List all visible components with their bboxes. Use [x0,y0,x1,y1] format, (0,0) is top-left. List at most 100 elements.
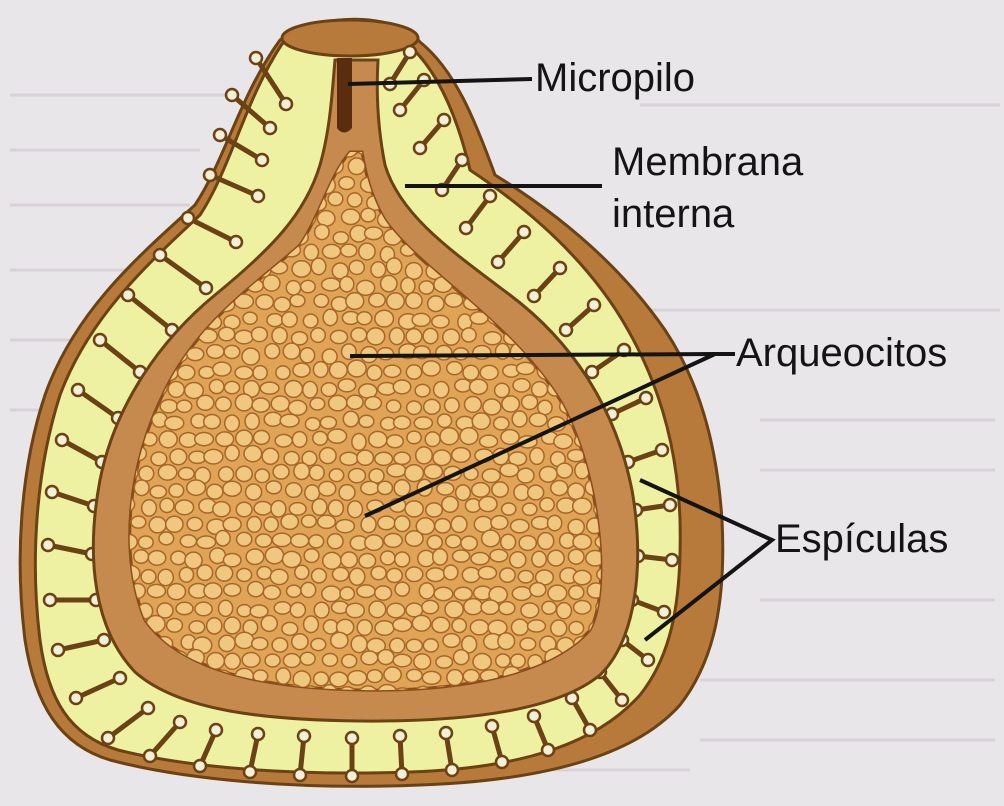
spicule-knob [56,434,68,446]
archaeocyte-cell [492,482,508,497]
archaeocyte-cell [361,651,378,665]
archaeocyte-cell [160,400,177,413]
archaeocyte-cell [520,638,536,650]
archaeocyte-cell [501,430,519,445]
spicule-knob [560,324,572,336]
archaeocyte-cell [312,569,327,583]
archaeocyte-cell [303,381,318,398]
archaeocyte-cell [169,484,184,497]
archaeocyte-cell [216,432,234,446]
spicule-knob [256,154,268,166]
archaeocyte-cell [151,452,167,466]
archaeocyte-cell [405,263,422,280]
spicule-knob [404,46,416,58]
archaeocyte-cell [219,467,234,482]
archaeocyte-cell [282,622,298,635]
archaeocyte-cell [216,565,233,581]
archaeocyte-cell [199,366,214,378]
archaeocyte-cell [301,515,316,527]
archaeocyte-cell [436,656,453,668]
archaeocyte-cell [548,585,567,601]
spicule-knob [666,554,678,566]
archaeocyte-cell [159,431,177,448]
archaeocyte-cell [445,293,463,307]
archaeocyte-cell [328,192,343,206]
archaeocyte-cell [501,534,516,550]
spicule-knob [486,720,498,732]
archaeocyte-cell [272,638,288,652]
archaeocyte-cell [452,448,471,463]
archaeocyte-cell [452,618,466,632]
archaeocyte-cell [445,601,463,618]
spicule-knob [94,334,106,346]
archaeocyte-cell [197,395,214,410]
archaeocyte-cell [311,328,326,342]
archaeocyte-cell [517,158,533,175]
archaeocyte-cell [260,382,279,394]
archaeocyte-cell [451,516,467,532]
archaeocyte-cell [516,362,534,374]
archaeocyte-cell [568,483,585,499]
archaeocyte-cell [359,243,375,260]
archaeocyte-cell [479,497,497,512]
archaeocyte-cell [567,145,584,159]
archaeocyte-cell [204,449,223,464]
archaeocyte-cell [401,278,415,294]
archaeocyte-cell [443,634,460,648]
archaeocyte-cell [406,567,423,581]
archaeocyte-cell [289,503,306,515]
archaeocyte-cell [428,296,444,312]
archaeocyte-cell [261,616,277,632]
archaeocyte-cell [569,622,584,635]
archaeocyte-cell [281,514,298,529]
archaeocyte-cell [594,193,613,208]
archaeocyte-cell [414,417,432,429]
archaeocyte-cell [371,566,386,580]
archaeocyte-cell [481,600,499,614]
archaeocyte-cell [266,481,281,494]
archaeocyte-cell [394,452,410,464]
archaeocyte-cell [114,175,130,189]
spicule-knob [70,692,82,704]
archaeocyte-cell [349,568,364,585]
archaeocyte-cell [331,632,348,648]
archaeocyte-cell [357,450,374,465]
spicule-knob [616,694,628,706]
spicule-knob [230,236,242,248]
archaeocyte-cell [274,602,291,614]
archaeocyte-cell [529,413,547,427]
archaeocyte-cell [531,516,549,529]
archaeocyte-cell [587,210,602,223]
archaeocyte-cell [236,430,253,446]
spicule-knob [492,256,504,268]
archaeocyte-cell [460,428,478,445]
spicule-knob [252,190,264,202]
archaeocyte-cell [550,141,564,158]
spicule-knob [264,122,276,134]
archaeocyte-cell [574,600,591,614]
archaeocyte-cell [499,602,515,615]
archaeocyte-cell [547,515,561,530]
archaeocyte-cell [276,668,291,684]
archaeocyte-cell [584,145,602,158]
archaeocyte-cell [361,516,376,532]
archaeocyte-cell [395,552,410,567]
archaeocyte-cell [493,140,509,154]
archaeocyte-cell [412,313,430,326]
archaeocyte-cell [568,211,584,224]
archaeocyte-cell [522,395,538,410]
spicule-knob [484,190,496,202]
archaeocyte-cell [480,365,498,379]
micropyle-opening [282,20,418,56]
archaeocyte-cell [365,535,383,550]
archaeocyte-cell [189,621,205,634]
archaeocyte-cell [189,141,206,155]
spicule-knob [226,89,238,101]
archaeocyte-cell [422,600,439,613]
archaeocyte-cell [387,568,403,582]
archaeocyte-cell [264,517,278,532]
archaeocyte-cell [246,549,264,564]
archaeocyte-cell [532,551,546,567]
spicule-knob [174,716,186,728]
spicule-knob [346,732,358,744]
